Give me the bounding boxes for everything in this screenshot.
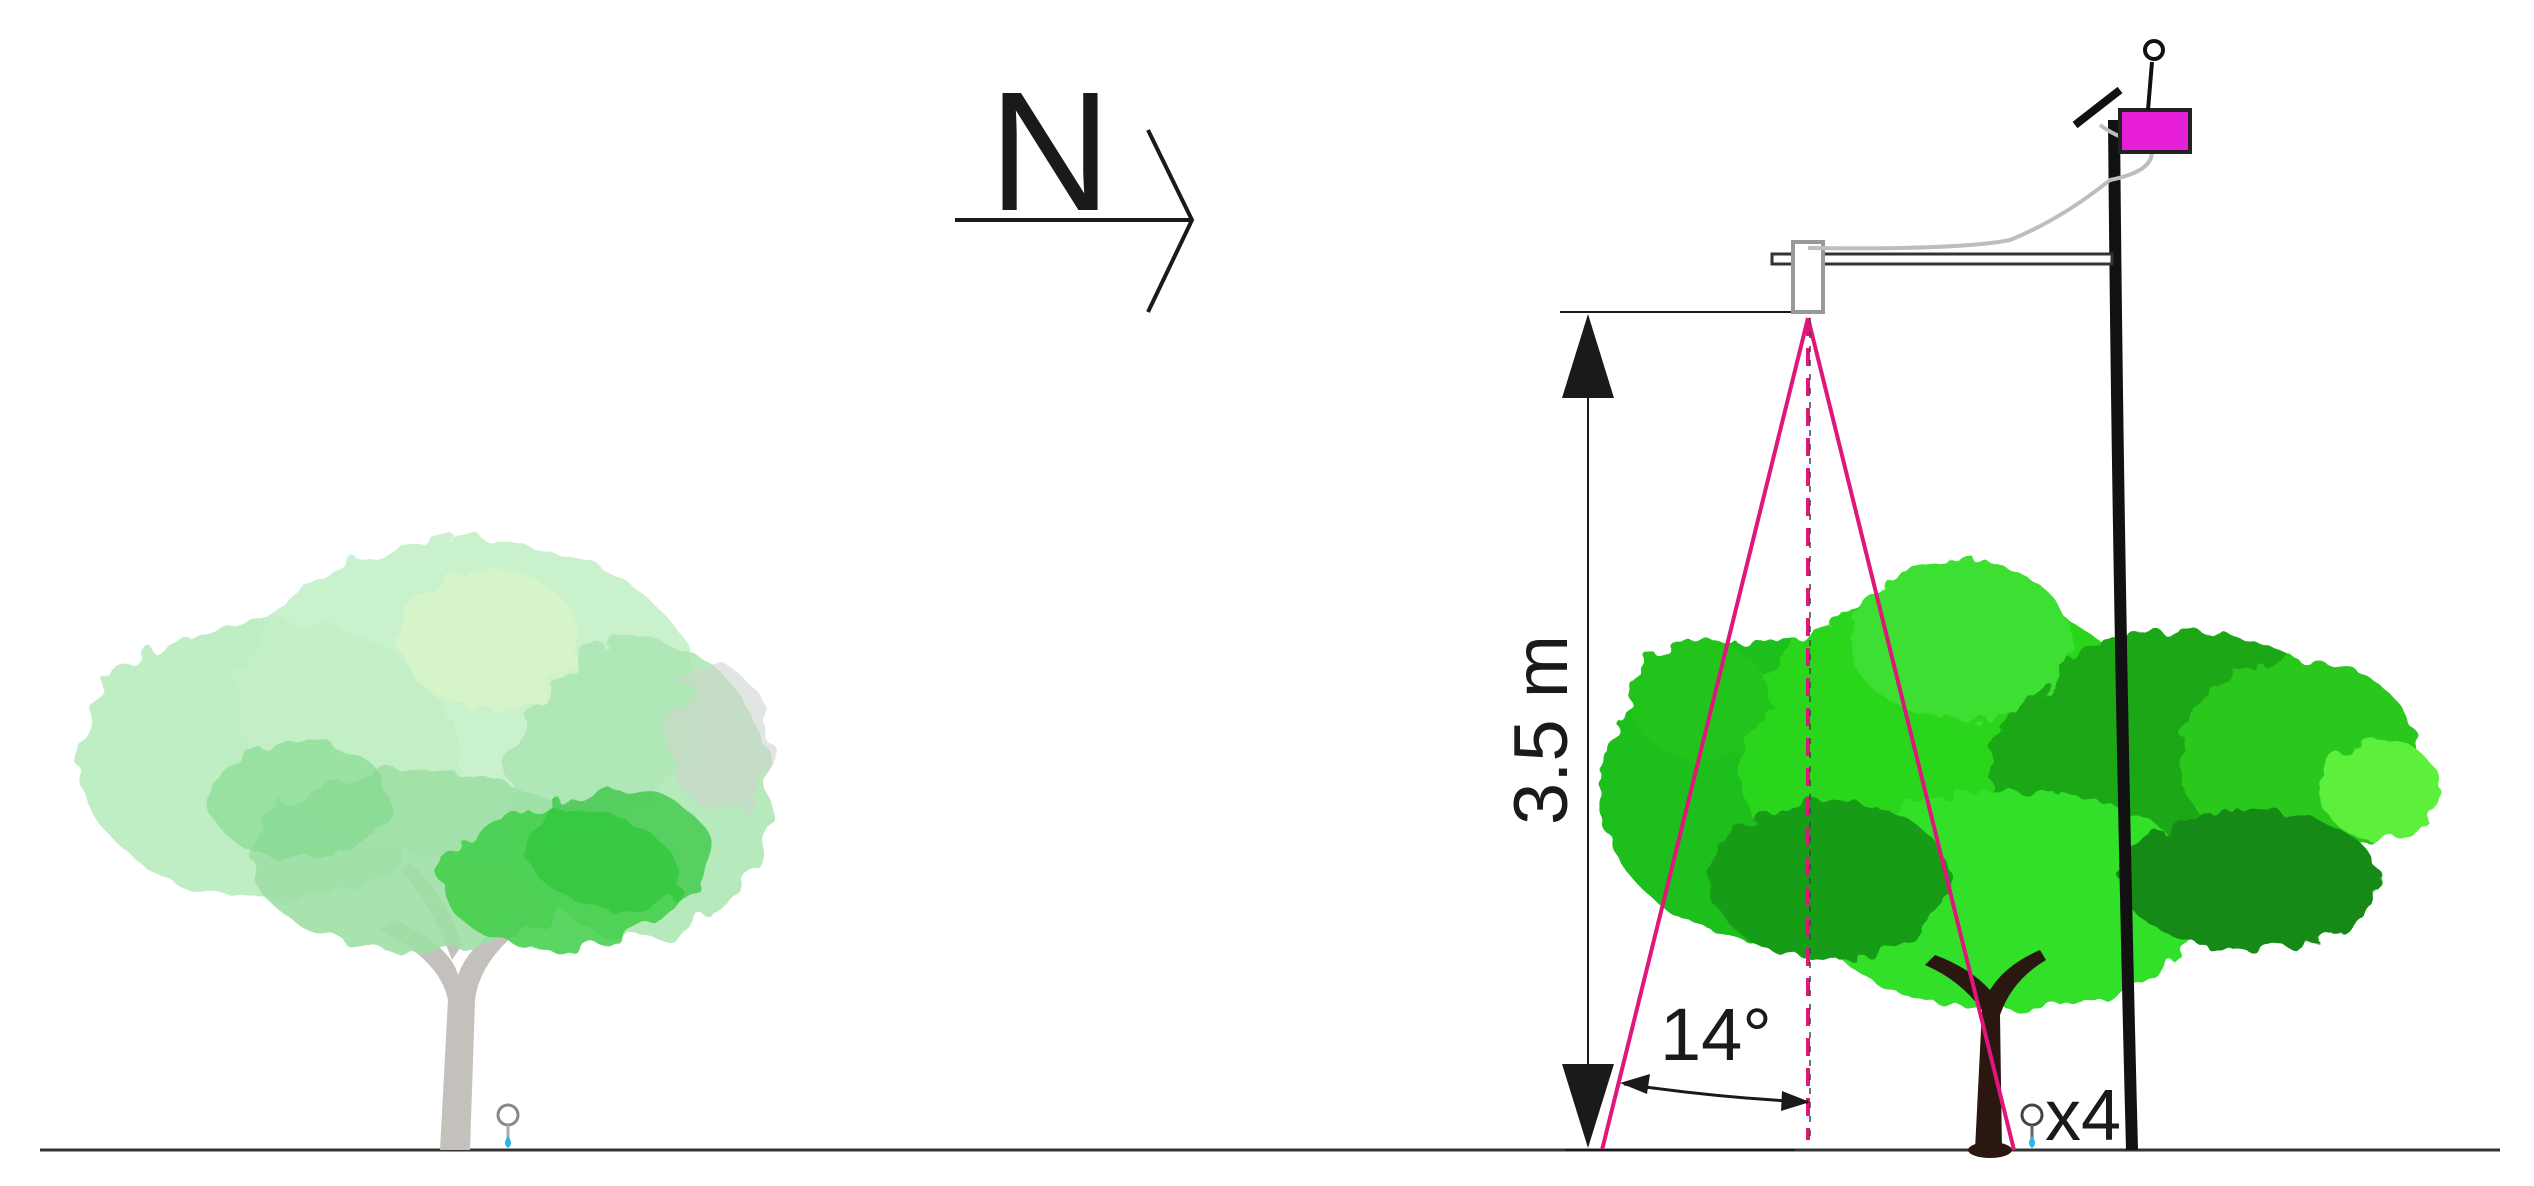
dimension-arrow-up-icon	[1562, 314, 1614, 398]
arrow-right-icon	[955, 129, 1195, 313]
angle-label: 14°	[1660, 993, 1772, 1076]
drip-icon	[505, 1136, 511, 1148]
data-logger-icon	[2118, 108, 2192, 154]
measured-drip-emitter	[2020, 1103, 2044, 1148]
reference-tree	[80, 540, 770, 1150]
antenna-icon	[2143, 39, 2165, 111]
angle-annotation: 14°	[1620, 993, 1810, 1111]
reference-drip-emitter	[496, 1103, 520, 1148]
measured-tree: x4	[1600, 560, 2440, 1158]
drip-icon	[2029, 1136, 2035, 1148]
mast-arm	[1770, 252, 2114, 266]
sensor-cable	[1807, 123, 2154, 251]
height-dimension: 3.5 m	[1499, 311, 1800, 1151]
emitter-count-label: x4	[2045, 1076, 2121, 1156]
sensor-view-cone	[1600, 317, 2016, 1151]
measurement-mast	[1770, 39, 2192, 1151]
height-label: 3.5 m	[1499, 635, 1584, 825]
sensor-box-icon	[1791, 240, 1825, 314]
dimension-arrow-down-icon	[1562, 1064, 1614, 1148]
north-indicator: N	[955, 57, 1195, 313]
measured-trunk	[1925, 950, 2046, 1158]
mast-pole	[2108, 119, 2138, 1151]
reference-canopy	[80, 540, 770, 950]
solar-panel-icon	[2072, 86, 2123, 129]
north-label: N	[989, 57, 1112, 247]
measured-canopy	[1600, 560, 2440, 1010]
